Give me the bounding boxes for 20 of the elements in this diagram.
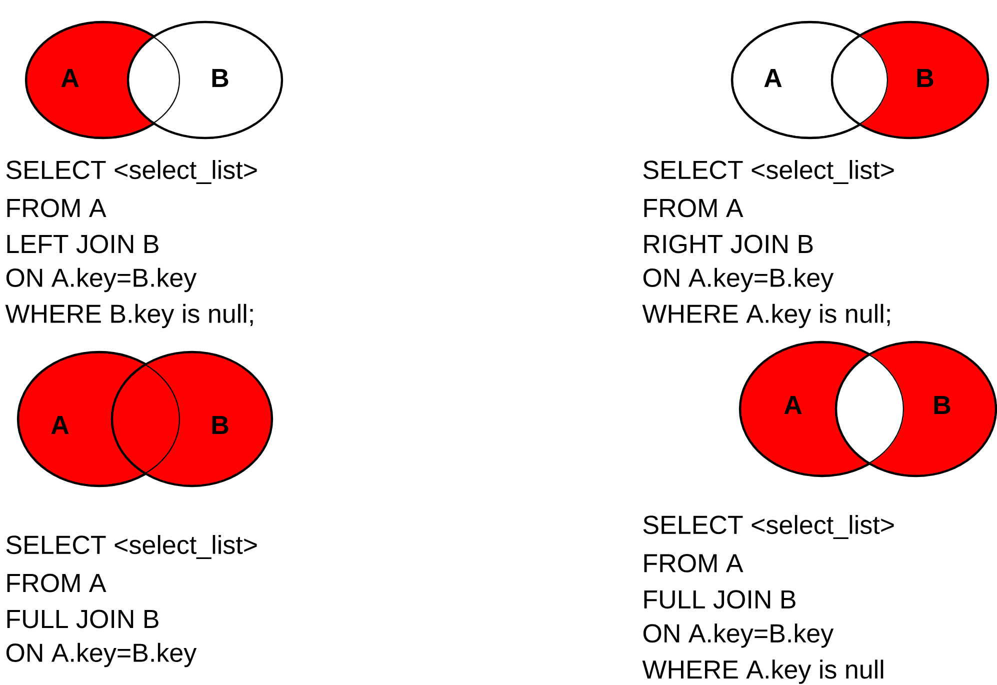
- code-line: ON A.key=B.key: [6, 268, 197, 292]
- code-line: SELECT <select_list>: [6, 160, 257, 184]
- code-line: SELECT <select_list>: [643, 515, 894, 539]
- code-line: FROM A: [7, 198, 106, 218]
- code-line: FULL JOIN B: [644, 590, 796, 609]
- code-line: FROM A: [644, 554, 744, 572]
- code-line: WHERE B.key is null;: [5, 304, 253, 328]
- code-line: FROM A: [644, 198, 744, 218]
- code-line: ON A.key=B.key: [6, 642, 197, 668]
- code-line: SELECT <select_list>: [643, 160, 894, 184]
- code-line: FULL JOIN B: [7, 610, 158, 628]
- node-label: B: [934, 396, 950, 414]
- code-line: ON A.key=B.key: [643, 623, 834, 648]
- code-line: LEFT JOIN B: [7, 234, 158, 254]
- code-line: WHERE A.key is null: [642, 660, 884, 684]
- code-line: SELECT <select_list>: [6, 535, 257, 559]
- code-line: RIGHT JOIN B: [644, 234, 813, 254]
- code-line: FROM A: [7, 574, 106, 592]
- code-line: ON A.key=B.key: [643, 268, 834, 292]
- code-line: WHERE A.key is null;: [642, 304, 890, 328]
